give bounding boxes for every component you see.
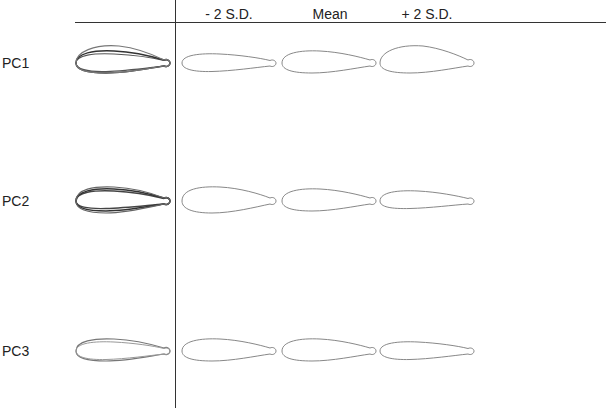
shape-outline [182, 339, 276, 361]
shape-outline [282, 339, 376, 361]
overlay-shapes [76, 339, 170, 361]
row-label: PC2 [2, 193, 29, 209]
column-rule [175, 0, 176, 408]
column-header: + 2 S.D. [402, 6, 453, 22]
overlay-shapes [76, 187, 170, 213]
row-label: PC1 [2, 55, 29, 71]
row-label: PC3 [2, 343, 29, 359]
shape-outline [380, 191, 474, 209]
header-rule [75, 22, 606, 23]
column-header: - 2 S.D. [205, 6, 252, 22]
shape-outline [182, 187, 276, 213]
shape-outline [282, 51, 376, 73]
shape-outline [182, 54, 276, 72]
shape-outline [380, 342, 474, 360]
overlay-shapes [76, 46, 170, 73]
column-header: Mean [312, 6, 347, 22]
shape-outline [282, 189, 376, 211]
shape-outline [380, 46, 474, 73]
